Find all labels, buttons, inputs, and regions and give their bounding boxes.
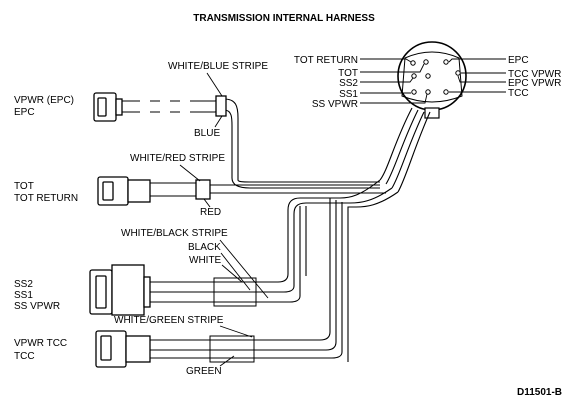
pin-mid: [425, 73, 431, 79]
ss-splice-sleeve: [213, 277, 257, 307]
pin-label-tot-return: TOT RETURN: [294, 55, 358, 66]
pin-tot: [423, 59, 429, 65]
tcc-label-1: VPWR TCC: [14, 338, 67, 349]
ss-label-2: SS1: [14, 290, 33, 301]
tcc-splice-sleeve: [209, 335, 255, 363]
figure-id: D11501-B: [517, 387, 562, 398]
case-connector: [397, 41, 467, 119]
pin-tcc-vpwr: [455, 70, 461, 76]
tot-splice-sleeve: [195, 179, 211, 200]
wire-label-white: WHITE: [189, 255, 222, 266]
pin-leaders: [360, 58, 506, 104]
ss-label-1: SS2: [14, 279, 33, 290]
pin-label-tot: TOT: [338, 68, 358, 79]
pin-tot-return: [410, 60, 416, 66]
pin-ss-vpwr: [425, 89, 431, 95]
wire-label-white-blue: WHITE/BLUE STRIPE: [168, 61, 268, 72]
pin-ss2: [411, 73, 417, 79]
tcc-label-2: TCC: [14, 351, 35, 362]
wire-label-black: BLACK: [188, 242, 221, 253]
pin-ss1: [411, 89, 417, 95]
pin-label-ss-vpwr: SS VPWR: [312, 99, 358, 110]
tot-label-2: TOT RETURN: [14, 193, 78, 204]
diagram-title: TRANSMISSION INTERNAL HARNESS: [193, 13, 375, 24]
pin-tcc: [443, 89, 449, 95]
tot-label-1: TOT: [14, 181, 34, 192]
case-connector-inner-ring: [401, 51, 463, 103]
wire-label-white-red: WHITE/RED STRIPE: [130, 153, 225, 164]
wire-red: [150, 192, 386, 197]
pin-label-epc-vpwr: EPC VPWR: [508, 78, 561, 89]
epc-label-2: EPC: [14, 107, 35, 118]
wire-blue: [116, 109, 233, 178]
pin-epc: [443, 59, 449, 65]
epc-connector: [93, 92, 123, 122]
epc-label-1: VPWR (EPC): [14, 95, 74, 106]
wire-label-white-black: WHITE/BLACK STRIPE: [121, 228, 228, 239]
case-connector-key: [424, 107, 440, 119]
pin-label-tcc-vpwr: TCC VPWR: [508, 69, 561, 80]
wire-label-green: GREEN: [186, 366, 222, 377]
pin-label-ss2: SS2: [339, 78, 358, 89]
pin-label-epc: EPC: [508, 55, 529, 66]
wire-label-red: RED: [200, 207, 221, 218]
ss-connector: [89, 264, 151, 316]
tot-connector: [97, 176, 151, 206]
wire-label-white-green: WHITE/GREEN STRIPE: [114, 315, 224, 326]
pin-label-ss1: SS1: [339, 89, 358, 100]
wire-white-red: [150, 182, 380, 186]
pin-label-tcc: TCC: [508, 88, 529, 99]
tcc-connector: [95, 330, 151, 368]
wire-label-blue: BLUE: [194, 128, 220, 139]
harness-wires: [116, 95, 431, 363]
wire-white-blue: [116, 98, 239, 180]
epc-splice-sleeve: [215, 95, 227, 117]
ss-label-3: SS VPWR: [14, 301, 60, 312]
